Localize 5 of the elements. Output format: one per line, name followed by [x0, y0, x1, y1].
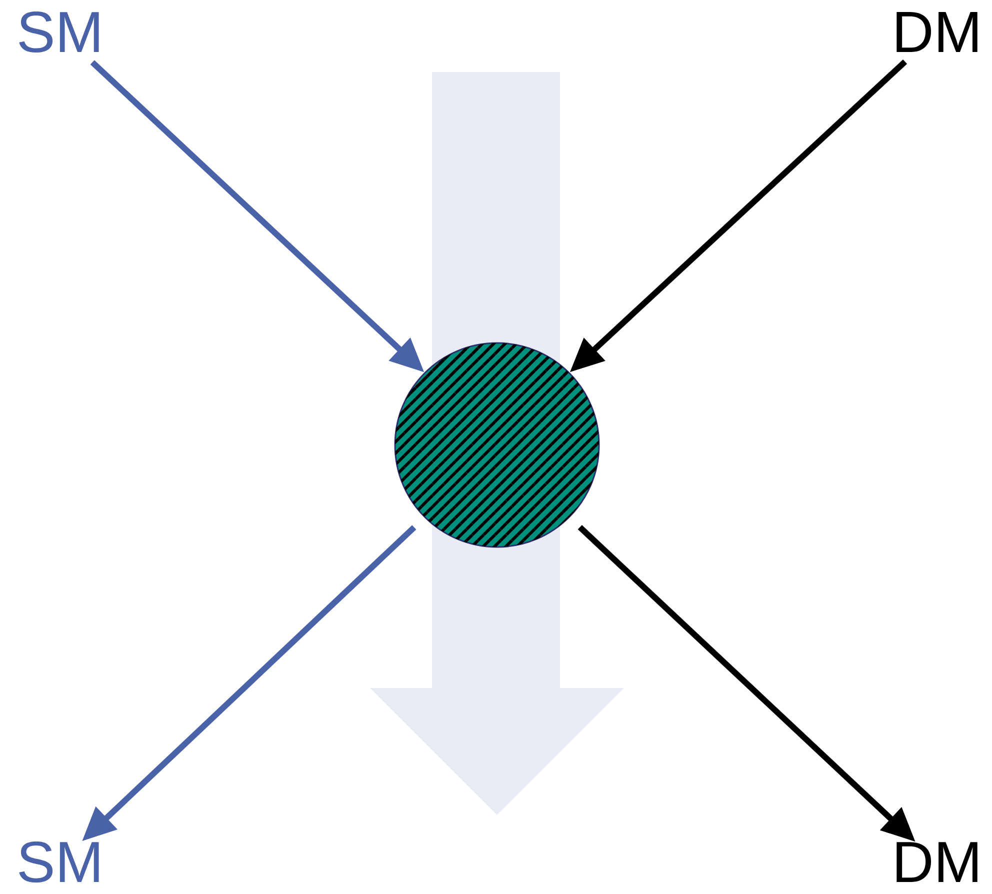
hatched-circle — [394, 342, 600, 548]
node-label: SM — [19, 11, 99, 53]
node-label: DM — [896, 842, 978, 882]
node-label: SM — [19, 841, 99, 883]
node-label: DM — [896, 12, 978, 52]
